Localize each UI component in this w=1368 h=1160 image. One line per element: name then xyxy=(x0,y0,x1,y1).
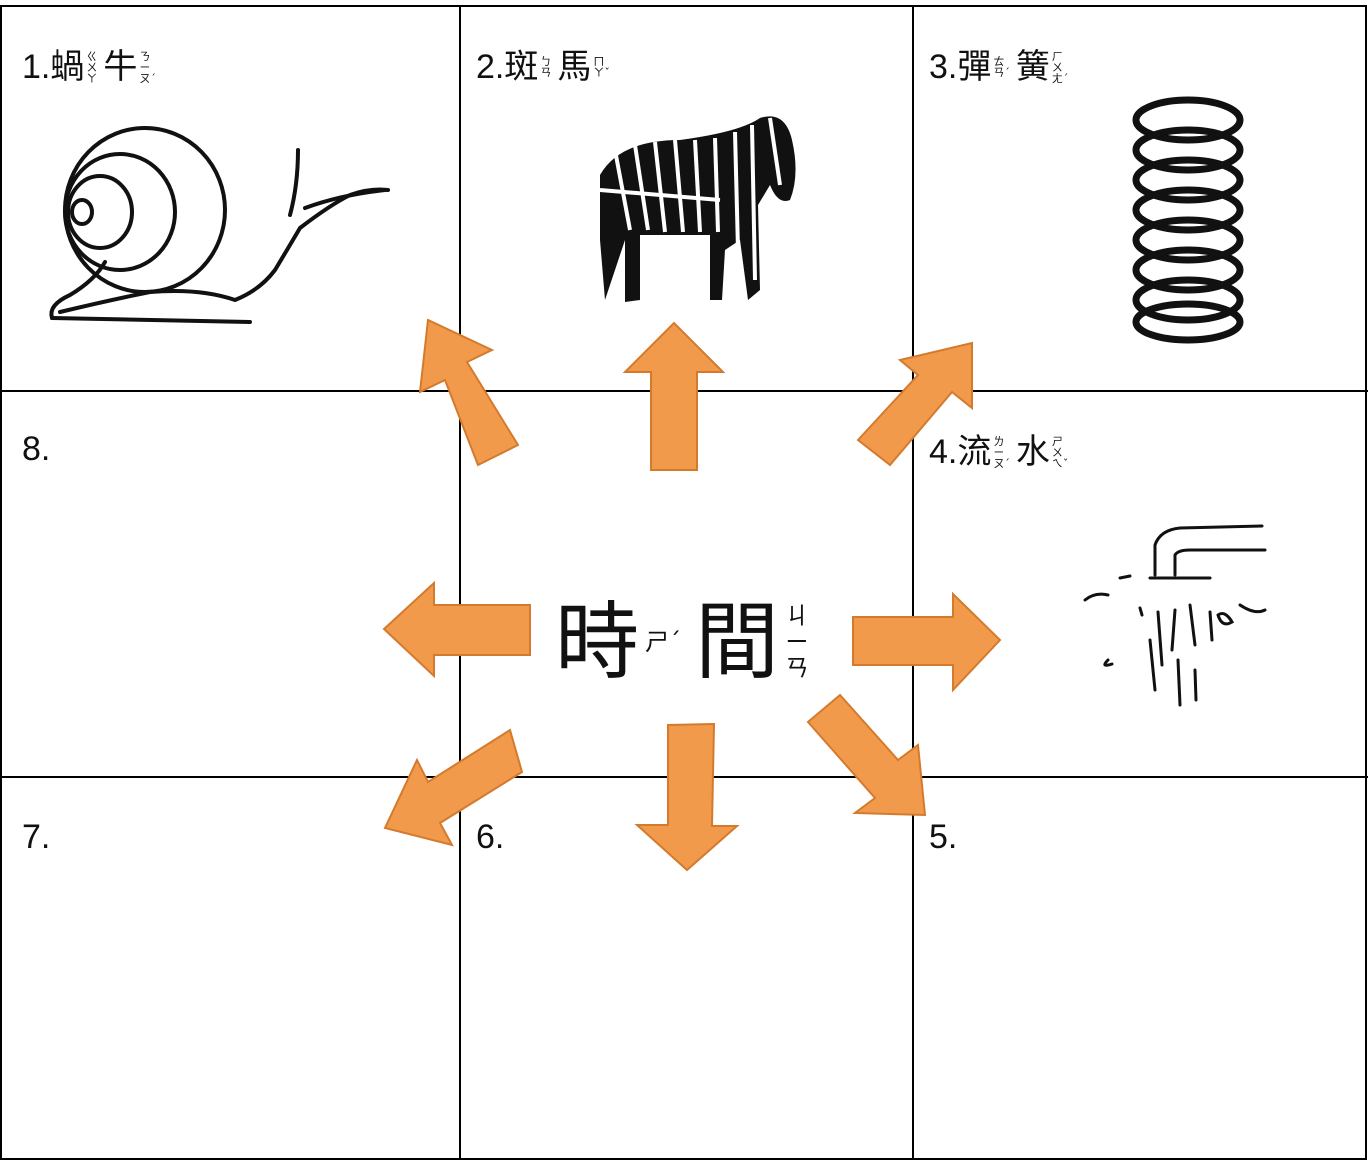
center-zhuyin: ㄕˊ xyxy=(645,628,682,656)
arrow-up-icon xyxy=(622,321,726,471)
cell-number: 4. xyxy=(929,433,958,471)
cell-3-label: 3. 彈 ㄊㄢˊ 簧 ㄏㄨㄤˊ xyxy=(929,50,1074,84)
hanzi: 牛 xyxy=(103,47,138,87)
arrow-up-right-icon xyxy=(856,341,973,467)
arrow-left-icon xyxy=(382,580,531,679)
cell-6-label: 6. xyxy=(476,820,504,854)
hanzi: 蝸 xyxy=(50,47,85,87)
hanzi: 馬 xyxy=(557,47,592,87)
cell-number: 2. xyxy=(476,48,505,86)
spring-illustration xyxy=(1132,96,1244,344)
arrow-down-left-icon xyxy=(383,728,524,847)
cell-number: 3. xyxy=(929,48,958,86)
zhuyin: ㄅㄢ xyxy=(540,55,552,79)
zhuyin: ㄌㄧㄡˊ xyxy=(993,434,1010,470)
cell-number: 1. xyxy=(22,48,51,86)
center-hanzi: 間 xyxy=(695,593,780,691)
zhuyin: ㄏㄨㄤˊ xyxy=(1051,49,1069,85)
cell-4-label: 4. 流 ㄌㄧㄡˊ 水 ㄕㄨㄟˇ xyxy=(929,435,1074,469)
zhuyin: ㄍㄨㄚ xyxy=(86,49,98,85)
zebra-illustration xyxy=(599,116,796,302)
hanzi: 彈 xyxy=(957,47,992,87)
hanzi: 斑 xyxy=(504,47,539,87)
center-word: 時 ㄕˊ 間 ㄐㄧㄢ xyxy=(555,600,823,684)
zhuyin: ㄋㄧㄡˊ xyxy=(139,49,156,85)
snail-illustration xyxy=(49,126,390,324)
zhuyin: ㄇㄚˇ xyxy=(593,55,610,79)
cell-number: 8. xyxy=(22,430,51,468)
cell-2-label: 2. 斑 ㄅㄢ 馬 ㄇㄚˇ xyxy=(476,50,616,84)
cell-1-label: 1. 蝸 ㄍㄨㄚ 牛 ㄋㄧㄡˊ xyxy=(22,50,162,84)
cell-7-label: 7. xyxy=(22,820,50,854)
cell-number: 5. xyxy=(929,818,958,856)
zhuyin: ㄊㄢˊ xyxy=(993,55,1010,79)
hanzi: 水 xyxy=(1015,432,1050,472)
hanzi: 簧 xyxy=(1015,47,1050,87)
center-hanzi: 時 xyxy=(555,593,640,691)
hanzi: 流 xyxy=(957,432,992,472)
arrow-up-left-icon xyxy=(418,318,520,467)
cell-8-label: 8. xyxy=(22,432,50,466)
cell-number: 6. xyxy=(476,818,505,856)
faucet-illustration xyxy=(1083,524,1267,707)
arrow-down-icon xyxy=(634,722,740,872)
cell-5-label: 5. xyxy=(929,820,957,854)
cell-number: 7. xyxy=(22,818,51,856)
arrow-down-right-icon xyxy=(806,693,927,817)
arrow-right-icon xyxy=(852,591,1002,693)
zhuyin: ㄕㄨㄟˇ xyxy=(1051,434,1069,470)
center-zhuyin: ㄐㄧㄢ xyxy=(785,602,810,682)
